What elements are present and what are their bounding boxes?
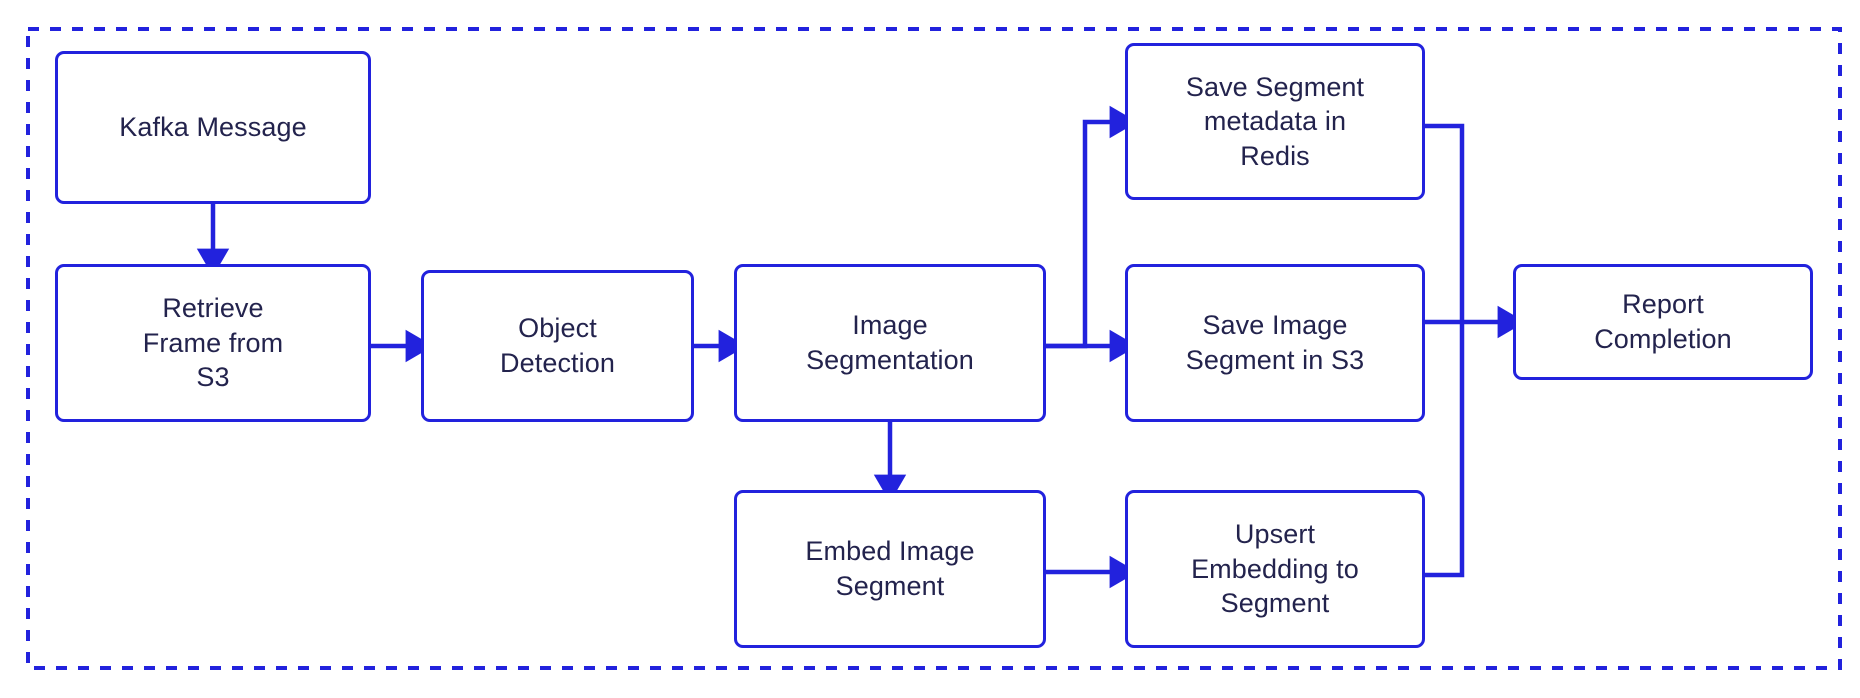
pipeline-boundary bbox=[26, 27, 1842, 670]
node-image-segmentation[interactable]: Image Segmentation bbox=[734, 264, 1046, 422]
node-object-detection[interactable]: Object Detection bbox=[421, 270, 694, 422]
node-label: Save Image Segment in S3 bbox=[1185, 310, 1365, 375]
node-label: Save Segment metadata in Redis bbox=[1185, 71, 1365, 171]
node-label: Retrieve Frame from S3 bbox=[142, 293, 284, 393]
edge-upsert-to-report bbox=[1425, 322, 1465, 578]
node-embed-image-segment[interactable]: Embed Image Segment bbox=[734, 490, 1046, 648]
node-save-segment-metadata-in-redis[interactable]: Save Segment metadata in Redis bbox=[1125, 43, 1425, 200]
node-label: Report Completion bbox=[1594, 289, 1732, 354]
node-label: Kafka Message bbox=[119, 112, 307, 143]
node-save-image-segment-in-s3[interactable]: Save Image Segment in S3 bbox=[1125, 264, 1425, 422]
node-kafka-message[interactable]: Kafka Message bbox=[55, 51, 371, 204]
node-retrieve-frame-from-s3[interactable]: Retrieve Frame from S3 bbox=[55, 264, 371, 422]
node-label: Upsert Embedding to Segment bbox=[1191, 519, 1359, 619]
node-upsert-embedding-to-segment[interactable]: Upsert Embedding to Segment bbox=[1125, 490, 1425, 648]
edge-redis-to-report bbox=[1425, 123, 1465, 322]
node-label: Object Detection bbox=[500, 313, 615, 378]
edge-segmentation-to-redis bbox=[1046, 105, 1138, 349]
node-label: Image Segmentation bbox=[806, 310, 974, 375]
node-report-completion[interactable]: Report Completion bbox=[1513, 264, 1813, 380]
node-label: Embed Image Segment bbox=[805, 536, 975, 601]
